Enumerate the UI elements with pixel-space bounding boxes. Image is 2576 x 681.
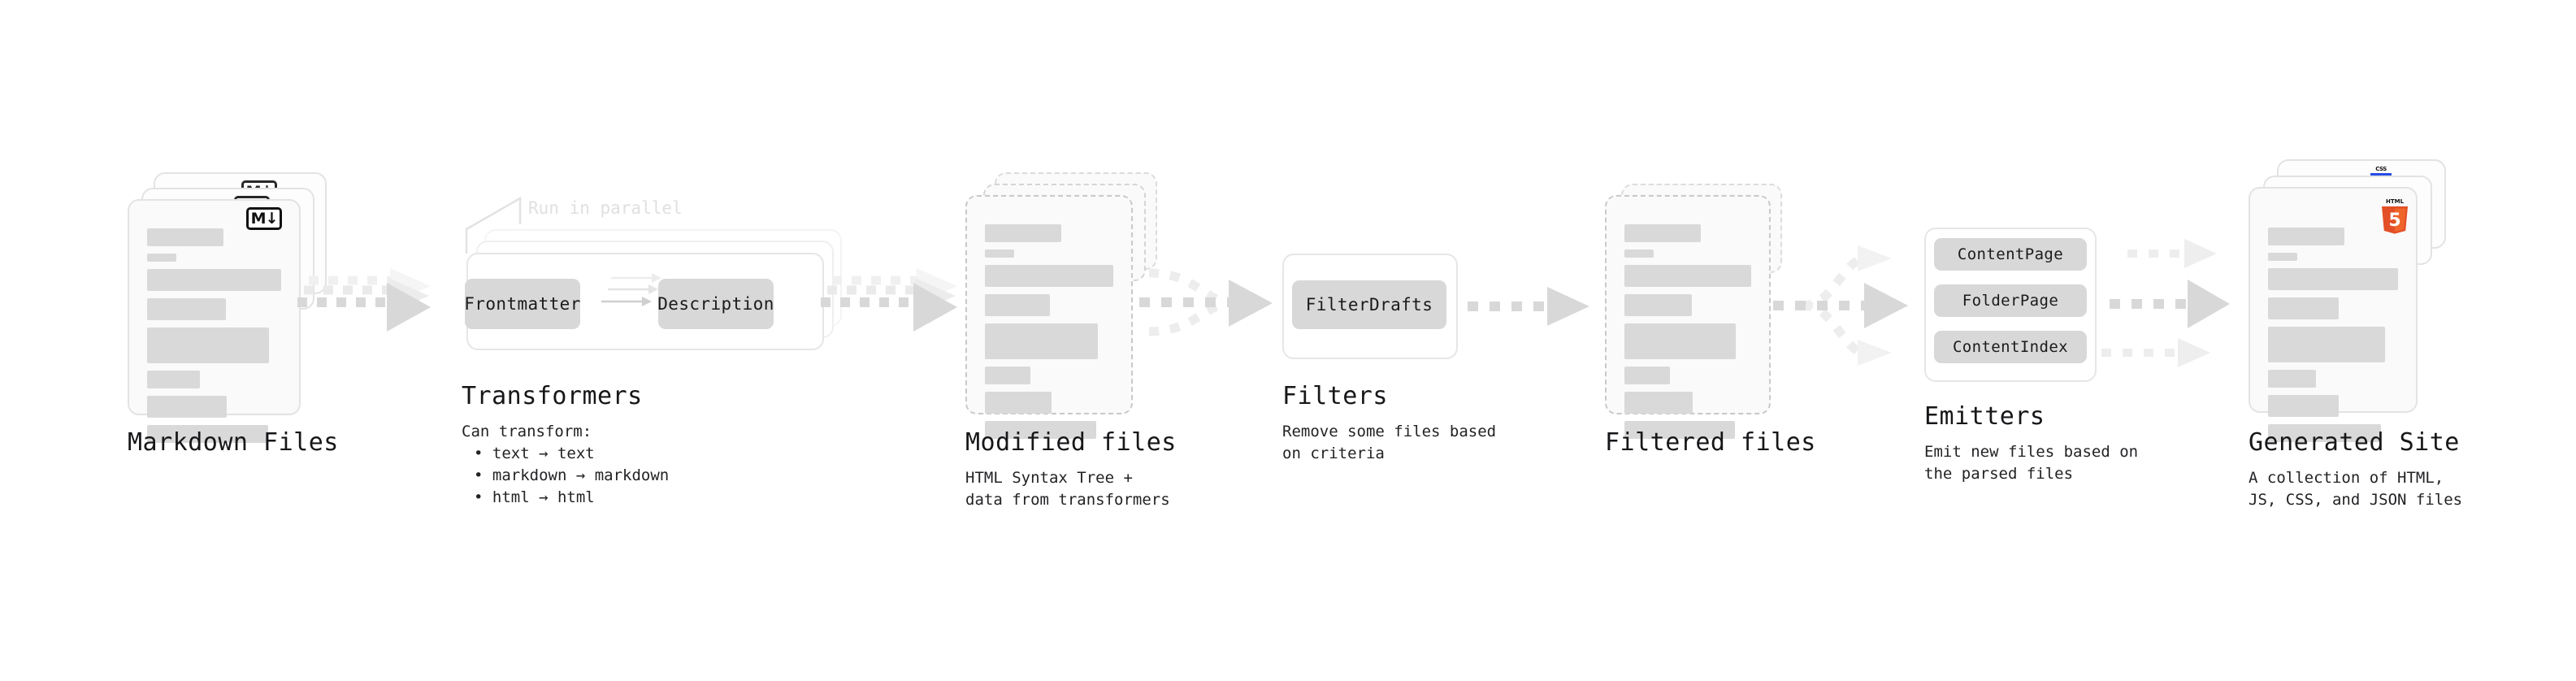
arrow-markdown-to-transformers	[297, 268, 431, 332]
file-bar	[147, 228, 223, 246]
transformers-bullet-1: • markdown → markdown	[474, 466, 670, 484]
modified-files-sub: HTML Syntax Tree + data from transformer…	[965, 469, 1170, 509]
generated-file-content	[2268, 228, 2398, 449]
file-bar	[2268, 297, 2339, 319]
emitter-chip-contentindex[interactable]: ContentIndex	[1934, 331, 2087, 363]
css3-badge-label: CSS	[2375, 166, 2387, 172]
transformer-chip-description[interactable]: Description	[657, 279, 774, 329]
stage-title-transformers: Transformers	[462, 382, 643, 410]
file-bar	[147, 327, 270, 363]
markdown-badge: M↓	[246, 207, 282, 230]
filtered-file-card	[1605, 195, 1771, 439]
emitter-chip-contentpage[interactable]: ContentPage	[1934, 238, 2087, 271]
file-bar	[985, 323, 1099, 359]
file-bar	[985, 224, 1061, 242]
html5-icon-wordmark: HTML	[2386, 198, 2405, 205]
arrow-transformers-to-modified	[821, 268, 957, 332]
file-bar	[1624, 367, 1670, 384]
modified-file-card	[965, 195, 1133, 439]
stage-title-modified-files: Modified files	[965, 428, 1177, 457]
file-bar	[985, 265, 1113, 287]
file-bar	[147, 425, 268, 443]
transformer-inner-arrows	[601, 273, 661, 306]
file-bar	[2268, 253, 2297, 261]
file-bar	[1624, 294, 1692, 316]
generated-site-sub: A collection of HTML, JS, CSS, and JSON …	[2249, 469, 2463, 509]
file-bar	[147, 371, 200, 388]
filters-sub: Remove some files based on criteria	[1282, 423, 1497, 462]
transformers-sub: Can transform:	[462, 423, 592, 440]
file-bar	[147, 254, 176, 262]
emitters-sub: Emit new files based on the parsed files	[1924, 443, 2139, 483]
file-bar	[2268, 268, 2398, 290]
html5-icon-number: 5	[2388, 210, 2400, 231]
run-in-parallel-bracket	[465, 196, 522, 254]
file-bar	[2268, 424, 2382, 442]
file-bar	[147, 298, 226, 320]
file-bar	[985, 367, 1030, 384]
file-bar	[2268, 395, 2339, 417]
file-bar	[2268, 228, 2344, 245]
stage-title-generated-site: Generated Site	[2249, 428, 2460, 457]
arrow-modified-to-filters	[1139, 268, 1273, 336]
file-bar	[2268, 370, 2316, 388]
file-bar	[1624, 421, 1735, 439]
transformers-bullet-0: • text → text	[474, 445, 595, 462]
file-bar	[1624, 265, 1751, 287]
file-bar	[1624, 392, 1693, 414]
arrow-filtered-to-emitters	[1773, 245, 1908, 366]
file-bar	[147, 269, 281, 291]
modified-file-content	[985, 224, 1113, 446]
arrow-filters-to-filtered	[1468, 287, 1589, 326]
arrow-emitters-to-site	[2101, 239, 2230, 367]
file-bar	[985, 421, 1097, 439]
transformers-bullet-2: • html → html	[474, 488, 595, 506]
file-bar	[1624, 323, 1737, 359]
file-bar	[1624, 249, 1654, 258]
markdown-file-content	[147, 228, 281, 450]
emitter-chip-folderpage[interactable]: FolderPage	[1934, 284, 2087, 317]
run-in-parallel-label: Run in parallel	[528, 198, 683, 218]
markdown-file-card	[128, 199, 301, 443]
filtered-file-content	[1624, 224, 1751, 446]
stage-title-emitters: Emitters	[1924, 402, 2045, 431]
filter-chip-filterdrafts[interactable]: FilterDrafts	[1292, 280, 1446, 329]
file-bar	[985, 392, 1052, 414]
file-bar	[147, 396, 227, 418]
stage-title-filters: Filters	[1282, 382, 1388, 410]
file-bar	[985, 249, 1014, 258]
html5-icon: HTML 5	[2382, 198, 2408, 234]
file-bar	[985, 294, 1050, 316]
transformer-chip-frontmatter[interactable]: Frontmatter	[464, 279, 580, 329]
stage-title-filtered-files: Filtered files	[1605, 428, 1816, 457]
file-bar	[1624, 224, 1701, 242]
file-bar	[2268, 327, 2385, 362]
stage-title-markdown-files: Markdown Files	[128, 428, 339, 457]
